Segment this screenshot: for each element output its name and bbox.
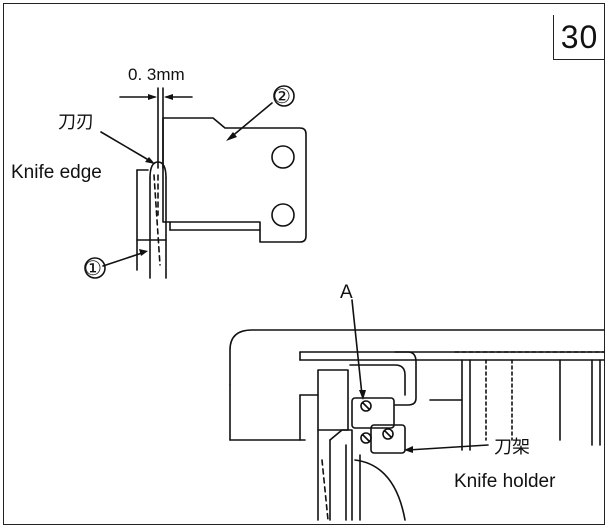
knife-holder-cn-label: 刀架 — [494, 437, 530, 457]
point-a-label: A — [340, 282, 353, 303]
callout-2-circle — [273, 85, 295, 107]
screw-holder — [382, 428, 394, 440]
bottom-detail — [229, 299, 605, 521]
knife-holder-en-label: Knife holder — [454, 471, 556, 492]
plate-hole-lower — [271, 203, 295, 227]
upper-knife-holder — [351, 397, 395, 429]
callout-1-circle — [84, 257, 106, 279]
plate-part-2 — [162, 117, 307, 243]
knife-edge-cn-label: 刀刃 — [58, 112, 94, 132]
page-number-box: 30 — [553, 15, 604, 60]
knife-edge-en-label: Knife edge — [11, 162, 102, 183]
dimension-marker — [119, 87, 193, 169]
page-number: 30 — [560, 19, 599, 55]
screw-upper — [360, 400, 372, 412]
knife-part-1 — [136, 161, 167, 279]
screw-lower — [360, 432, 372, 444]
top-detail: 0. 3mm — [84, 65, 307, 279]
part-1-label: ① — [84, 258, 102, 280]
plate-hole-upper — [271, 145, 295, 169]
dimension-label: 0. 3mm — [128, 65, 185, 84]
part-2-label: ② — [273, 86, 291, 108]
